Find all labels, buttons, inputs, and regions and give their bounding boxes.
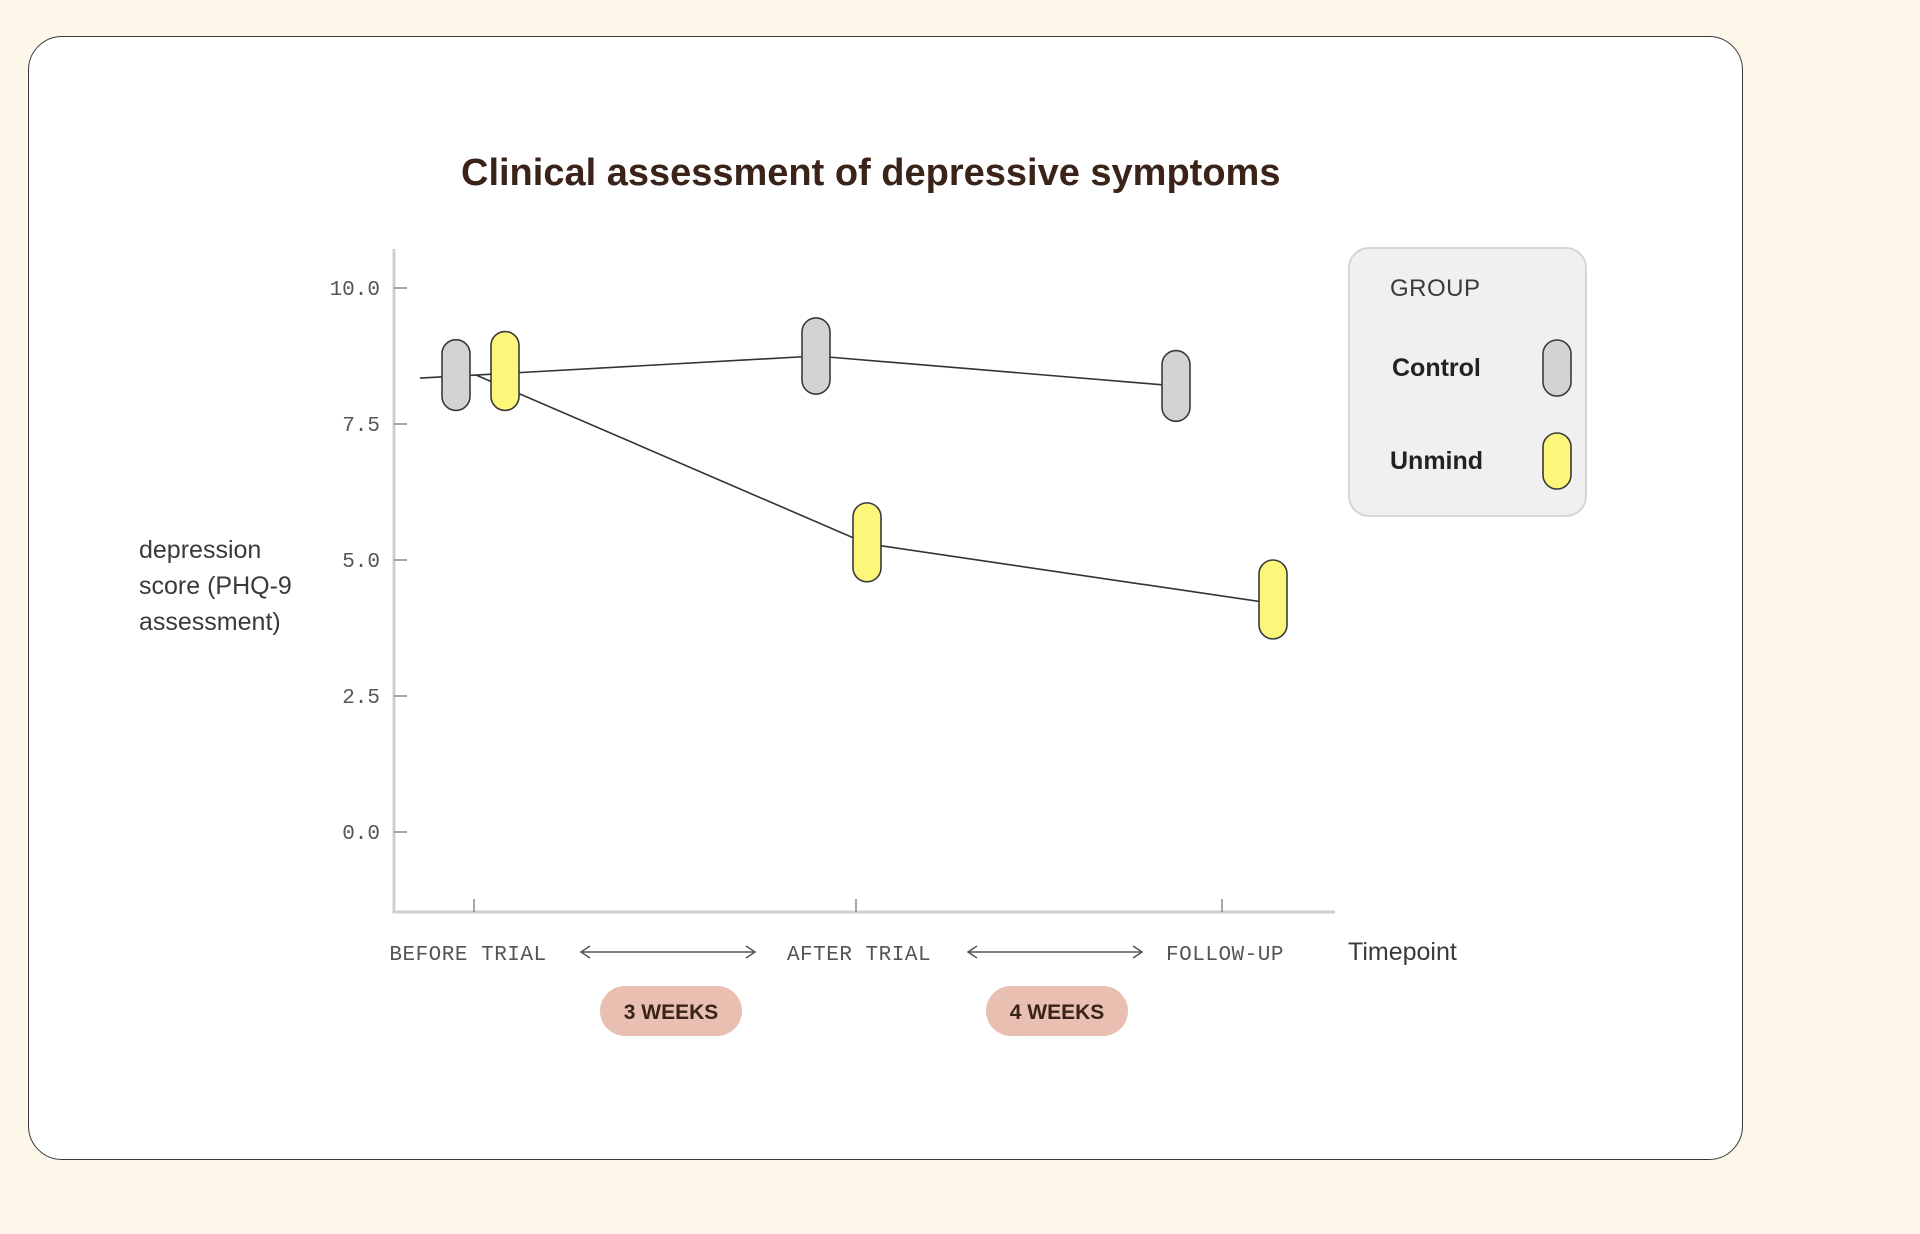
legend-swatch-control [1542, 339, 1572, 397]
data-point-unmind [852, 502, 882, 583]
y-axis-title: depression score (PHQ-9 assessment) [139, 536, 299, 636]
interval-badge-label: 4 WEEKS [1010, 1001, 1105, 1024]
y-tick-label: 7.5 [342, 415, 380, 438]
y-tick-label: 10.0 [330, 279, 380, 302]
x-tick-label: AFTER TRIAL [787, 944, 931, 967]
y-axis-title-line-1: depression [139, 536, 261, 564]
interval-arrow-right-head [745, 945, 757, 959]
chart: Clinical assessment of depressive sympto… [139, 152, 1587, 1036]
interval-badge [986, 986, 1128, 1036]
legend-label-control: Control [1392, 354, 1481, 382]
y-tick-label: 5.0 [342, 551, 380, 574]
y-tick-label: 2.5 [342, 687, 380, 710]
interval-badge-label: 3 WEEKS [624, 1001, 719, 1024]
legend-label-unmind: Unmind [1390, 447, 1483, 475]
legend-box [1348, 247, 1587, 517]
x-tick-label: BEFORE TRIAL [389, 944, 546, 967]
chart-card: Clinical assessment of depressive sympto… [28, 36, 1743, 1160]
interval-arrow-right-head [1132, 945, 1144, 959]
legend-title: GROUP [1390, 275, 1481, 302]
data-point-control [801, 317, 831, 395]
chart-title: Clinical assessment of depressive sympto… [461, 152, 1280, 194]
interval-arrow-left-head [579, 945, 591, 959]
y-axis-title-line-3: assessment) [139, 608, 281, 636]
y-axis-title-line-2: score (PHQ-9 [139, 572, 292, 600]
data-point-unmind [1258, 559, 1288, 640]
x-axis-title: Timepoint [1348, 938, 1457, 966]
legend-swatch-unmind [1542, 432, 1572, 490]
data-point-control [441, 338, 471, 412]
data-point-control [1161, 349, 1191, 423]
interval-arrow-left-head [966, 945, 978, 959]
y-tick-label: 0.0 [342, 823, 380, 846]
legend: GROUP Control Unmind [1348, 247, 1587, 517]
data-point-unmind [490, 330, 520, 412]
interval-badge [600, 986, 742, 1036]
x-tick-label: FOLLOW-UP [1166, 944, 1284, 967]
